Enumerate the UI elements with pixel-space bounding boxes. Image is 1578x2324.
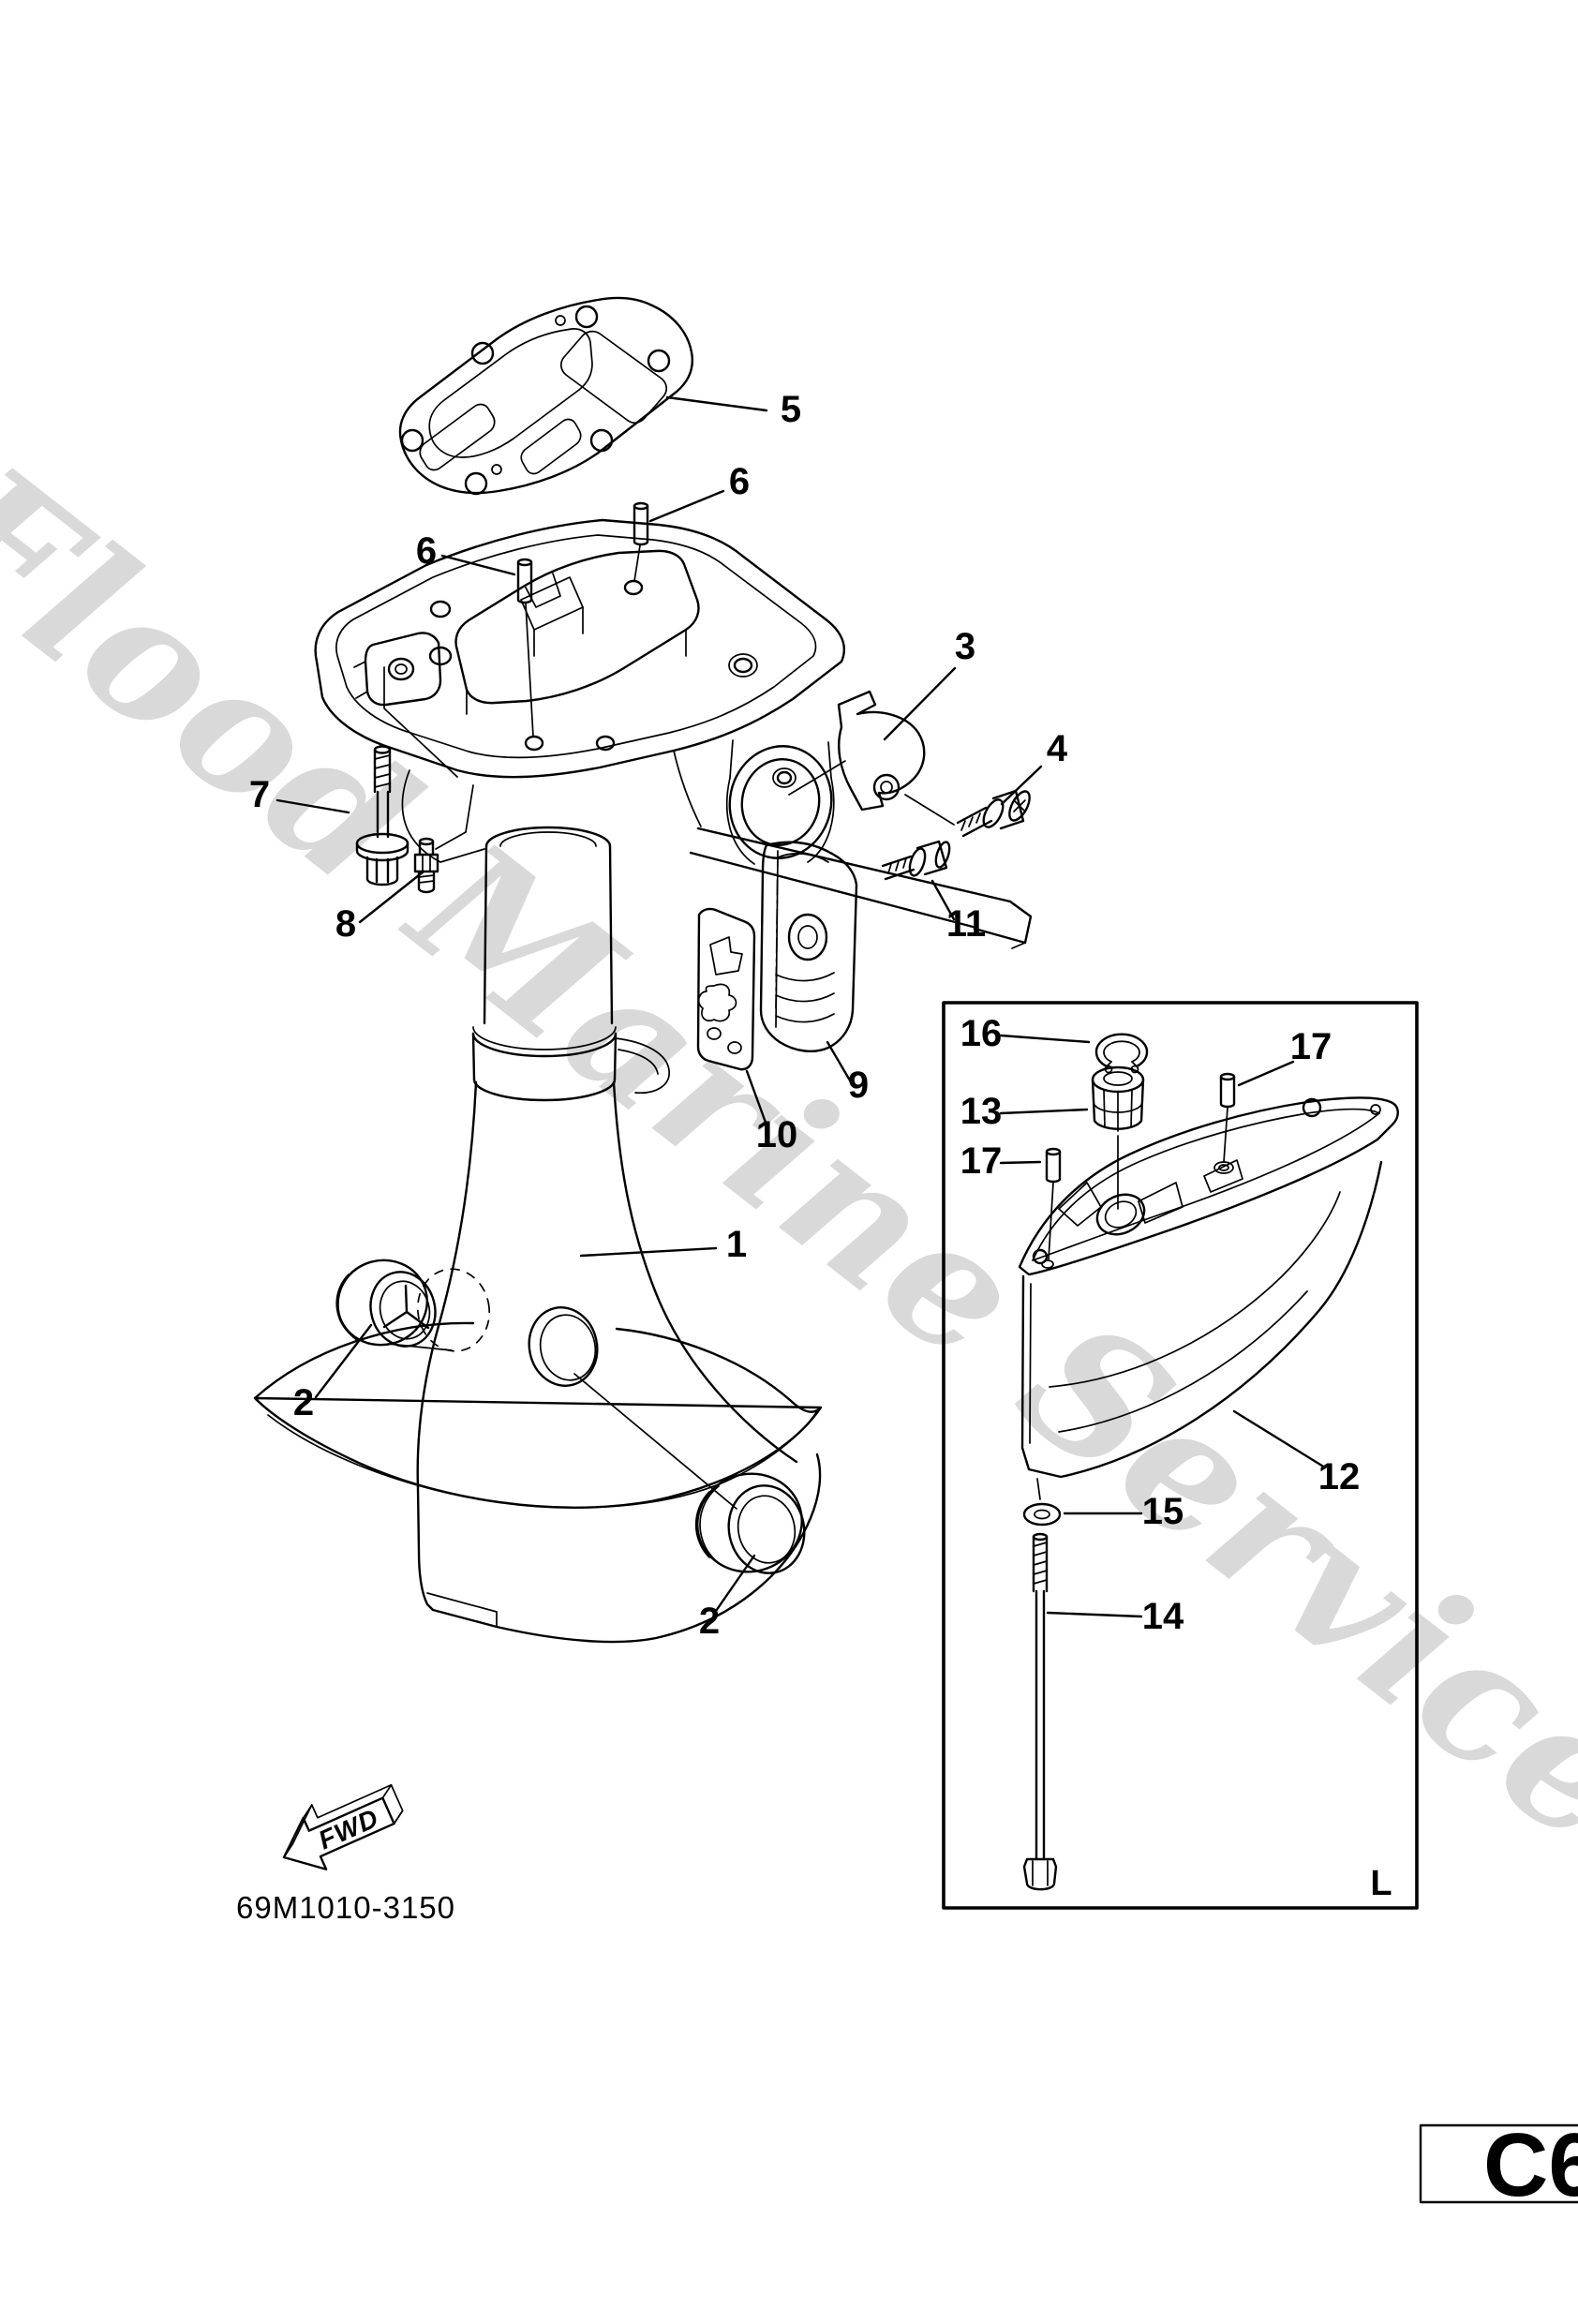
callout-14: 14 bbox=[1142, 1596, 1184, 1637]
leader-line-6 bbox=[648, 489, 725, 523]
upper-casing bbox=[314, 518, 1033, 1009]
leader-line-4 bbox=[1000, 765, 1043, 806]
bracket-part-9 bbox=[759, 841, 858, 1053]
screw-part-4 bbox=[904, 789, 1031, 838]
plate-part-10 bbox=[696, 907, 756, 1071]
clamp-part-3 bbox=[788, 690, 926, 812]
leader-line-5 bbox=[665, 395, 768, 412]
plug-part-2-upper bbox=[335, 1259, 437, 1348]
bushing-part-13 bbox=[1091, 1065, 1145, 1210]
fwd-arrow: FWD bbox=[282, 1783, 404, 1870]
leader-line-9 bbox=[826, 1040, 852, 1082]
inset-box: L bbox=[942, 1001, 1419, 1910]
callout-10: 10 bbox=[756, 1114, 798, 1155]
leader-line-7 bbox=[275, 798, 350, 814]
washer-part-15 bbox=[1022, 1478, 1062, 1527]
inset-tag-label: L bbox=[1370, 1864, 1392, 1903]
callout-8: 8 bbox=[335, 903, 356, 945]
callout-7: 7 bbox=[249, 774, 270, 815]
bolt-part-7 bbox=[355, 745, 409, 886]
callout-1: 1 bbox=[726, 1224, 747, 1265]
fwd-arrow-label: FWD bbox=[314, 1803, 383, 1855]
drawing-number: 69M1010-3150 bbox=[236, 1890, 455, 1925]
gasket-part-5 bbox=[398, 296, 693, 496]
leader-line-1 bbox=[579, 1246, 718, 1258]
circlip-part-16 bbox=[1094, 1033, 1149, 1074]
callout-6: 6 bbox=[729, 461, 750, 502]
page-code-box: C6 bbox=[1419, 2115, 1578, 2215]
leader-line-17 bbox=[999, 1160, 1042, 1165]
page-code-label: C6 bbox=[1483, 2115, 1578, 2215]
callout-13: 13 bbox=[960, 1091, 1003, 1132]
callout-9: 9 bbox=[848, 1065, 869, 1106]
callout-11: 11 bbox=[946, 903, 986, 945]
leader-line-16 bbox=[999, 1034, 1091, 1044]
leader-line-8 bbox=[358, 870, 425, 924]
leader-line-12 bbox=[1232, 1409, 1327, 1469]
callout-17: 17 bbox=[960, 1140, 1003, 1182]
callout-6: 6 bbox=[416, 530, 437, 572]
leader-line-10 bbox=[745, 1069, 770, 1132]
dowel-pin-17-left bbox=[1041, 1147, 1062, 1269]
leader-line-2 bbox=[314, 1323, 373, 1399]
callout-16: 16 bbox=[960, 1013, 1003, 1054]
leader-line-13 bbox=[999, 1108, 1089, 1115]
lower-casing-part-12 bbox=[1018, 1096, 1399, 1479]
leader-line-2 bbox=[712, 1554, 756, 1616]
nipple-part-8 bbox=[413, 837, 439, 894]
dowel-pin-6-right bbox=[633, 501, 649, 582]
leader-line-6 bbox=[440, 554, 516, 576]
callout-15: 15 bbox=[1142, 1491, 1184, 1532]
bolt-part-11 bbox=[881, 840, 951, 881]
callout-12: 12 bbox=[1318, 1456, 1361, 1497]
callout-5: 5 bbox=[781, 389, 801, 430]
leader-line-11 bbox=[930, 879, 956, 921]
callout-2: 2 bbox=[293, 1382, 314, 1423]
bolt-part-14 bbox=[1022, 1532, 1058, 1891]
callout-17: 17 bbox=[1290, 1026, 1332, 1067]
leader-line-3 bbox=[883, 666, 957, 741]
dowel-pin-17-right bbox=[1213, 1072, 1236, 1174]
cap-part-2-lower bbox=[694, 1472, 806, 1574]
leader-line-17 bbox=[1237, 1060, 1295, 1087]
callout-4: 4 bbox=[1047, 728, 1068, 769]
callout-2: 2 bbox=[699, 1601, 720, 1642]
callout-3: 3 bbox=[955, 626, 975, 667]
leader-line-14 bbox=[1046, 1611, 1143, 1618]
dowel-pin-6-left bbox=[516, 558, 534, 737]
